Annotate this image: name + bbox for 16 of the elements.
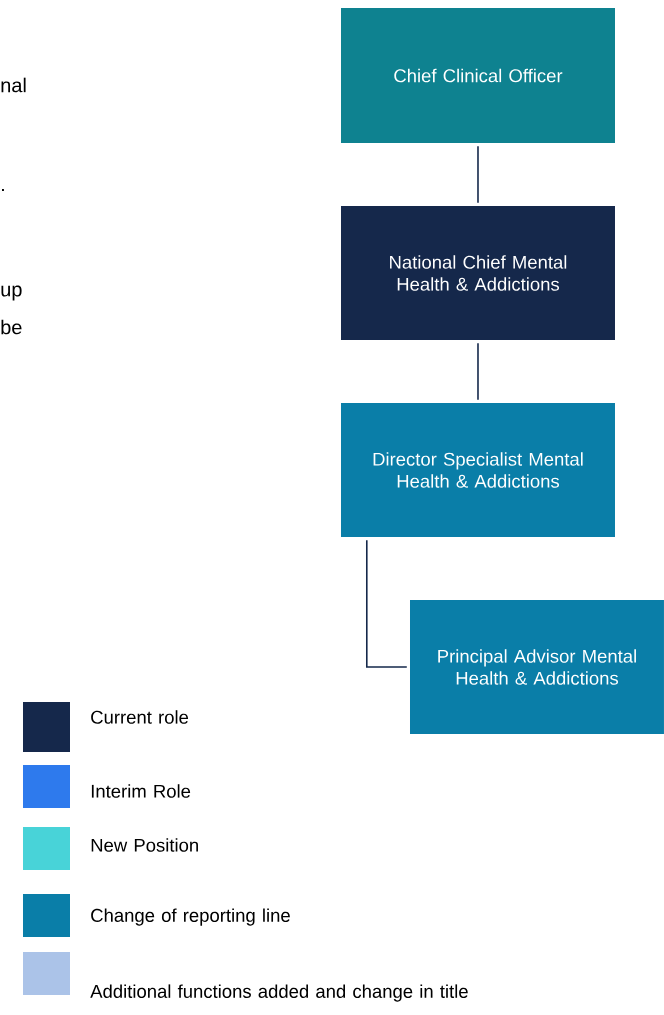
- legend-label: New Position: [91, 838, 198, 852]
- connector-line: [477, 145, 479, 204]
- text-fragment: nal: [1, 77, 26, 93]
- role-box: Director Specialist Mental Health & Addictions: [341, 403, 615, 537]
- legend-label: Additional functions added and change in title: [90, 984, 468, 1002]
- connector-line: [477, 342, 479, 401]
- legend-label: Interim Role: [91, 784, 191, 798]
- role-box: National Chief Mental Health & Addictions: [341, 206, 615, 340]
- connector-line: [366, 539, 408, 668]
- role-box: Principal Advisor Mental Health & Addictions: [410, 600, 664, 734]
- legend-label: Current role: [91, 710, 189, 724]
- text-fragment: be: [1, 319, 22, 335]
- legend-label: Change of reporting line: [91, 908, 290, 926]
- text-fragment: .: [2, 188, 4, 192]
- role-box: Chief Clinical Officer: [341, 8, 615, 143]
- text-fragment: up: [1, 285, 22, 301]
